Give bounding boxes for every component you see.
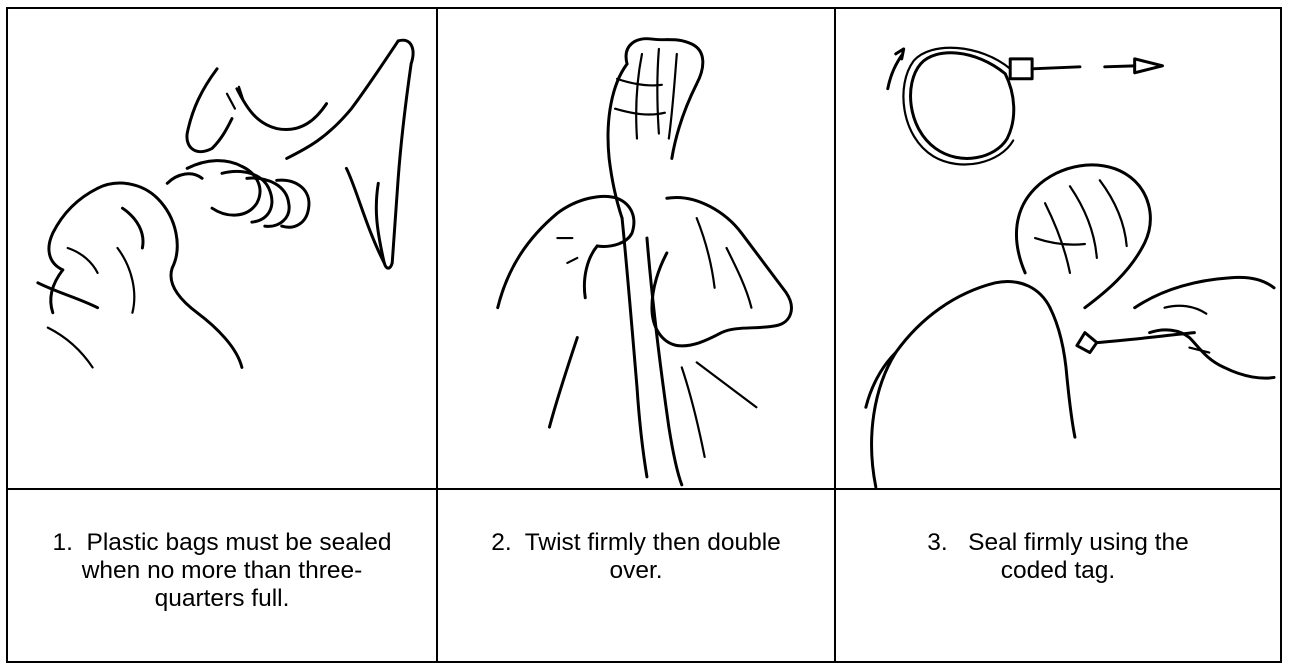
hands-twisting-bag-icon xyxy=(438,9,834,488)
step-1-text: Plastic bags must be sealed when no more… xyxy=(82,529,392,612)
hand-holding-bag-icon xyxy=(8,9,436,488)
step-3-text: Seal firmly using the coded tag. xyxy=(968,529,1189,584)
step-3-number: 3. xyxy=(927,529,947,556)
step-2-caption: 2. Twist firmly then double over. xyxy=(438,490,836,661)
step-1-caption: 1. Plastic bags must be sealed when no m… xyxy=(8,490,438,661)
step-2-number: 2. xyxy=(491,529,511,556)
instruction-table: 1. Plastic bags must be sealed when no m… xyxy=(6,7,1282,663)
step-2-text: Twist firmly then double over. xyxy=(525,529,781,584)
step-3-caption: 3. Seal firmly using the coded tag. xyxy=(836,490,1280,661)
hands-tagging-bag-icon xyxy=(836,9,1280,488)
step-3-illustration xyxy=(836,9,1280,490)
step-1-number: 1. xyxy=(52,529,72,556)
step-2-illustration xyxy=(438,9,836,490)
step-1-illustration xyxy=(8,9,438,490)
